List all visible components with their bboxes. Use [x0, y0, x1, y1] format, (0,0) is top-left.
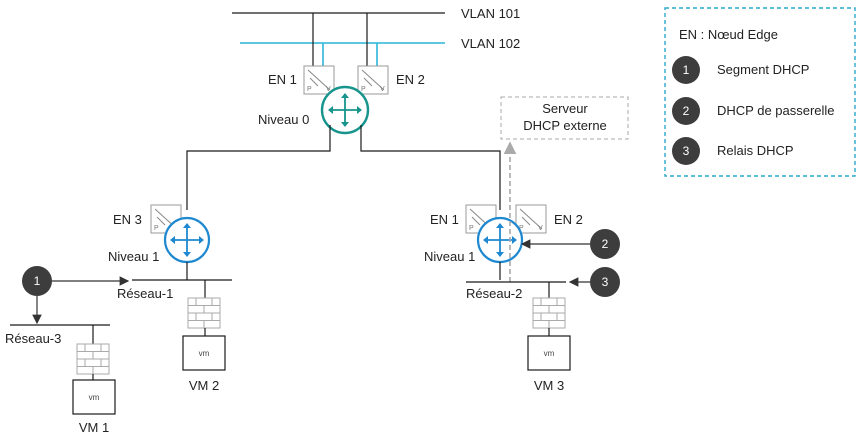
edge-node-icon: P V — [515, 204, 547, 234]
tier1-right-label: Niveau 1 — [424, 249, 475, 264]
callout-badge-1 — [22, 266, 52, 296]
callout-badge-1-num: 1 — [34, 274, 41, 288]
svg-text:V: V — [326, 86, 331, 93]
svg-text:P: P — [361, 86, 366, 93]
tier0-edge-right-label: EN 2 — [396, 72, 425, 87]
tier0-router-icon — [320, 85, 370, 135]
edge-node-icon: P V — [357, 65, 389, 95]
tier0-to-tier1-right-link — [360, 125, 501, 210]
legend-item-3-label: Relais DHCP — [717, 143, 794, 158]
vm2-label: VM 2 — [189, 378, 219, 393]
legend-badge-1 — [672, 56, 700, 84]
tier1-right-edge-left-label: EN 1 — [430, 212, 459, 227]
legend-title: EN : Nœud Edge — [679, 27, 778, 42]
tier1-left-label: Niveau 1 — [108, 249, 159, 264]
tier0-to-tier1-left-link — [186, 125, 331, 210]
legend-badge-3-num: 3 — [683, 144, 690, 158]
tier0-label: Niveau 0 — [258, 112, 309, 127]
reseau2-label: Réseau-2 — [466, 286, 522, 301]
firewall-icon — [76, 343, 110, 375]
vm3-box-label: vm — [544, 349, 555, 358]
tier0-edge-left-label: EN 1 — [268, 72, 297, 87]
vm2-box-label: vm — [199, 349, 210, 358]
svg-text:V: V — [380, 86, 385, 93]
svg-text:P: P — [469, 225, 474, 232]
vm1-box — [72, 379, 116, 415]
external-dhcp-line1: Serveur — [542, 101, 588, 116]
vlan-102-label: VLAN 102 — [461, 36, 520, 51]
legend-item-1-label: Segment DHCP — [717, 62, 809, 77]
reseau1-label: Réseau-1 — [117, 286, 173, 301]
tier1-left-router-icon — [163, 216, 211, 264]
firewall-icon — [532, 297, 566, 329]
legend-badge-2-num: 2 — [683, 104, 690, 118]
edge-node-icon: P V — [303, 65, 335, 95]
svg-text:P: P — [307, 86, 312, 93]
svg-text:V: V — [538, 225, 543, 232]
reseau3-label: Réseau-3 — [5, 331, 61, 346]
external-dhcp-server-box — [500, 96, 629, 140]
callout-badge-2-num: 2 — [602, 237, 609, 251]
vm3-label: VM 3 — [534, 378, 564, 393]
legend-badge-2 — [672, 97, 700, 125]
external-dhcp-line2: DHCP externe — [523, 118, 607, 133]
callout-badge-3 — [590, 267, 620, 297]
vm3-box — [527, 335, 571, 371]
legend-badge-1-num: 1 — [683, 63, 690, 77]
vm1-box-label: vm — [89, 393, 100, 402]
callout-badge-2 — [590, 229, 620, 259]
tier1-right-edge-right-label: EN 2 — [554, 212, 583, 227]
vlan-101-label: VLAN 101 — [461, 6, 520, 21]
vm1-label: VM 1 — [79, 420, 109, 435]
callout-badge-3-num: 3 — [602, 275, 609, 289]
tier1-left-edge-label: EN 3 — [113, 212, 142, 227]
vm2-box — [182, 335, 226, 371]
firewall-icon — [187, 297, 221, 329]
svg-text:P: P — [154, 225, 159, 232]
legend-item-2-label: DHCP de passerelle — [717, 103, 835, 118]
tier1-right-router-icon — [476, 216, 524, 264]
svg-text:P: P — [519, 225, 524, 232]
legend-badge-3 — [672, 137, 700, 165]
